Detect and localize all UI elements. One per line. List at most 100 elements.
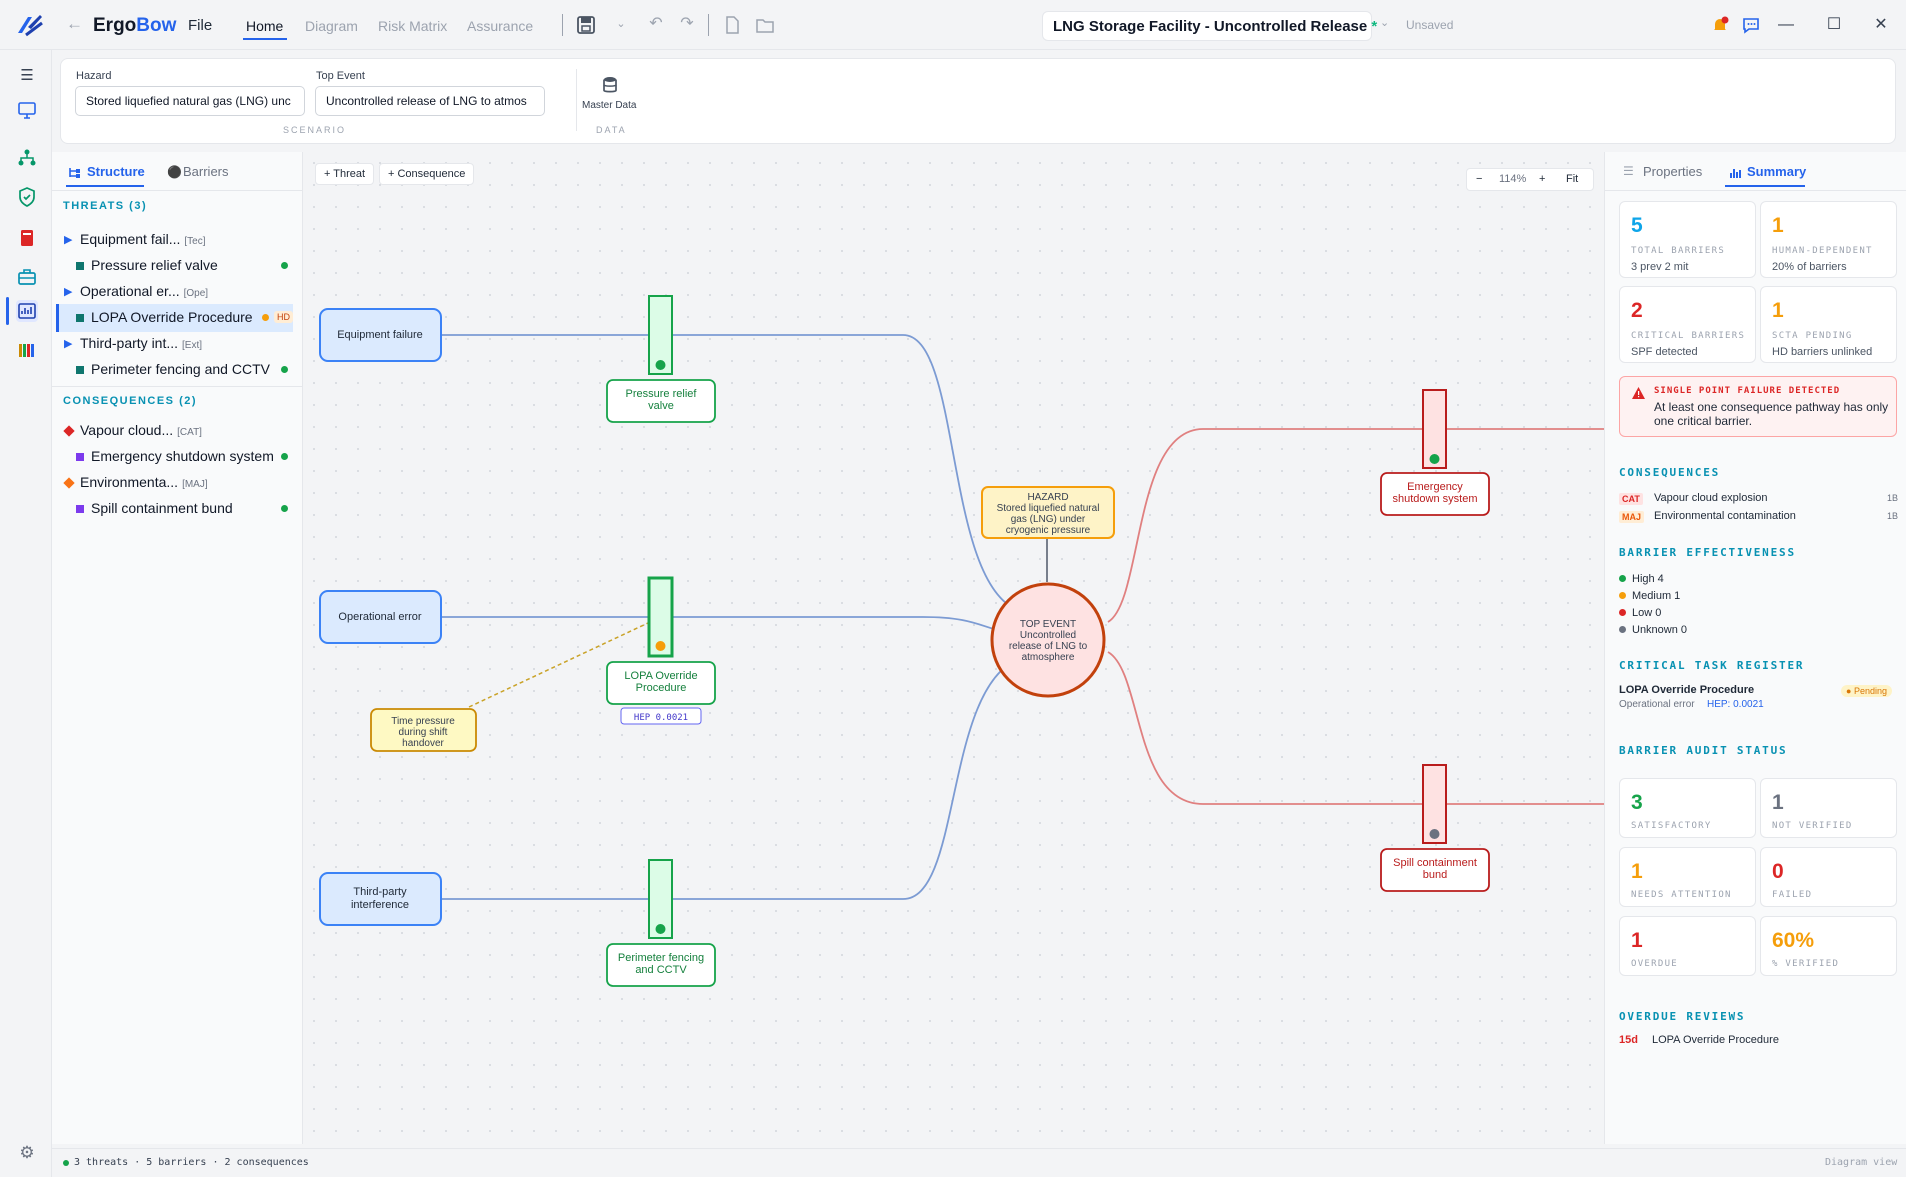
svg-text:Stored liquefied natural: Stored liquefied natural [997,503,1100,514]
status-dot [281,366,288,373]
hep-badge: HEP 0.0021 [634,713,688,723]
add-threat-button[interactable]: + Threat [315,163,375,185]
hierarchy-icon[interactable] [16,147,38,169]
hazard-input[interactable]: Stored liquefied natural gas (LNG) unc [75,86,305,116]
barriers-tab-icon: ⚫ [167,165,182,179]
monitor-icon[interactable] [16,99,38,121]
threat-item-equipment[interactable]: ▶ Equipment fail...[Tec] [64,231,206,247]
barrier-node[interactable]: Perimeter fencing and CCTV [606,859,716,987]
zoom-controls: − 114% + Fit [1466,168,1594,191]
escalation-factor-node[interactable]: Time pressure during shift handover [370,708,477,752]
consequence-item-environmental[interactable]: Environmenta...[MAJ] [52,469,296,497]
threat-node-label: Operational error [338,611,421,623]
new-file-icon[interactable] [724,16,740,34]
shield-icon[interactable] [16,186,38,208]
add-consequence-button[interactable]: + Consequence [379,163,475,185]
consequence-summary-row[interactable]: CAT Vapour cloud explosion 1B [1619,492,1899,508]
consequence-summary-row[interactable]: MAJ Environmental contamination 1B [1619,510,1899,526]
svg-text:gas (LNG) under: gas (LNG) under [1011,514,1086,525]
threat-node[interactable]: Third-party interference [319,872,442,926]
fit-button[interactable]: Fit [1566,173,1579,185]
threat-node[interactable]: Equipment failure [319,308,442,362]
toolbox-icon[interactable] [16,266,38,288]
diagram-canvas[interactable]: + Threat + Consequence − 114% + Fit Equi… [303,152,1604,1144]
hamburger-menu-icon[interactable]: ☰ [20,67,34,84]
barrier-item-esd[interactable]: Emergency shutdown system [52,443,296,471]
notification-bell-icon[interactable] [1710,15,1730,35]
consequence-item-vapour[interactable]: Vapour cloud...[CAT] [52,417,296,445]
maximize-icon[interactable]: ☐ [1826,16,1842,33]
svg-text:during shift: during shift [399,727,448,738]
alert-text: At least one consequence pathway has onl… [1654,400,1889,428]
hazard-node[interactable]: HAZARD Stored liquefied natural gas (LNG… [981,486,1115,539]
threat-item-third-party[interactable]: ▶ Third-party int...[Ext] [64,335,203,351]
title-chevron-icon[interactable]: ⌄ [1380,17,1390,29]
active-tab-indicator [243,38,287,40]
tab-barriers[interactable]: Barriers [183,164,229,179]
mitigation-barrier-node[interactable]: Emergency shutdown system [1380,389,1490,516]
threat-item-operational[interactable]: ▶ Operational er...[Ope] [64,283,209,299]
barrier-node[interactable]: Pressure relief valve [606,295,716,423]
barrier-item-lopa[interactable]: LOPA Override Procedure HD [56,304,293,332]
book-icon[interactable] [16,227,38,249]
document-title[interactable]: LNG Storage Facility - Uncontrolled Rele… [1042,11,1377,41]
threat-node[interactable]: Operational error [319,590,442,644]
chat-icon[interactable] [1741,15,1761,35]
view-mode-label: Diagram view [1825,1157,1898,1168]
zoom-out-button[interactable]: − [1476,173,1483,185]
save-icon[interactable] [576,15,596,35]
save-state-label: Unsaved [1406,18,1454,32]
minimize-icon[interactable]: — [1778,16,1794,33]
tab-diagram[interactable]: Diagram [305,18,358,34]
expand-arrow-icon[interactable]: ▶ [64,286,73,298]
menu-file[interactable]: File [188,17,213,34]
scenario-group-label: SCENARIO [283,125,347,135]
tab-home[interactable]: Home [246,18,284,34]
tab-summary[interactable]: Summary [1747,164,1807,179]
master-data-button[interactable]: Master Data [582,100,637,111]
svg-text:Spill containment: Spill containment [1393,857,1477,869]
zoom-in-button[interactable]: + [1539,173,1546,185]
barrier-item-pressure-relief[interactable]: Pressure relief valve [52,252,296,280]
human-dependent-badge: HD [274,311,293,323]
structure-tab-underline [66,185,144,187]
ribbon-divider [576,69,577,131]
svg-text:and CCTV: and CCTV [635,964,687,976]
dashboard-icon[interactable] [16,300,38,322]
tab-risk-matrix[interactable]: Risk Matrix [378,18,448,34]
data-group-label: DATA [596,125,627,135]
tab-assurance[interactable]: Assurance [467,18,534,34]
toolbar-divider [562,14,563,36]
properties-tab-icon: ☰ [1623,164,1634,178]
kpi-critical-barriers: 2 CRITICAL BARRIERS SPF detected [1619,286,1756,363]
svg-text:LOPA Override: LOPA Override [624,670,697,682]
pending-badge: ● Pending [1841,685,1892,697]
kpi-total-barriers: 5 TOTAL BARRIERS 3 prev 2 mit [1619,201,1756,278]
tab-structure[interactable]: Structure [87,164,145,179]
top-event-input[interactable]: Uncontrolled release of LNG to atmos [315,86,545,116]
barrier-item-perimeter[interactable]: Perimeter fencing and CCTV [52,356,296,384]
expand-arrow-icon[interactable]: ▶ [64,338,73,350]
tab-properties[interactable]: Properties [1643,164,1703,179]
hazard-label: Hazard [76,70,112,82]
barrier-node[interactable]: LOPA Override Procedure HEP 0.0021 [606,576,716,725]
back-arrow-icon[interactable]: ← [66,14,83,33]
library-icon[interactable] [16,339,38,361]
settings-gear-icon[interactable]: ⚙ [19,1143,35,1162]
barrier-item-spill-bund[interactable]: Spill containment bund [52,495,296,523]
expand-arrow-icon[interactable]: ▶ [64,234,73,246]
svg-text:Time pressure: Time pressure [391,716,455,727]
overdue-reviews-header: OVERDUE REVIEWS [1619,1010,1746,1023]
database-icon[interactable] [602,76,618,94]
close-icon[interactable]: ✕ [1874,16,1888,33]
undo-icon[interactable]: ↶ [649,15,663,32]
redo-icon[interactable]: ↷ [680,15,694,32]
mitigation-barrier-node[interactable]: Spill containment bund [1380,764,1490,892]
open-folder-icon[interactable] [756,17,774,33]
bowtie-diagram: Equipment failure Operational error Thir… [319,295,1604,987]
critical-task-item[interactable]: LOPA Override Procedure Operational erro… [1619,684,1899,716]
top-event-node[interactable]: TOP EVENT Uncontrolled release of LNG to… [990,582,1106,698]
chevron-down-icon[interactable]: ⌄ [616,18,626,30]
